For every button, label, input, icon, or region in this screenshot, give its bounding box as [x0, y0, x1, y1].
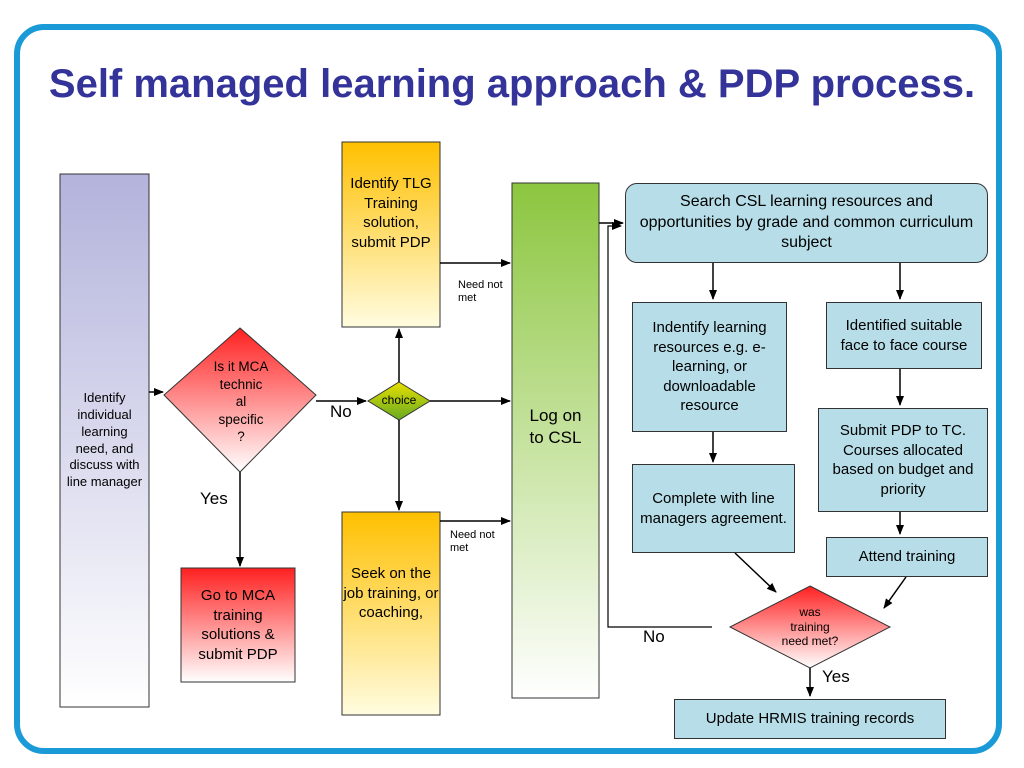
- go-mca-box: [180, 567, 296, 683]
- choice-label: choice: [381, 393, 417, 408]
- log-on-csl-box: [511, 182, 600, 699]
- edge-label-need-not-met-2: Need not met: [450, 529, 495, 555]
- identify-tlg-label: Identify TLG Training solution, submit P…: [350, 175, 432, 251]
- log-on-csl-label: Log on to CSL: [529, 406, 582, 448]
- identify-tlg-box: [341, 141, 441, 328]
- edge-label-yes-2: Yes: [822, 667, 850, 686]
- search-csl-box: Search CSL learning resources and opport…: [625, 183, 988, 263]
- is-mca-label: Is it MCA technic al specific ?: [213, 359, 269, 445]
- edge-label-need-not-met-1: Need not met: [458, 279, 503, 305]
- identify-resources-box: Indentify learning resources e.g. e-lear…: [632, 302, 787, 432]
- submit-pdp-tc-box: Submit PDP to TC. Courses allocated base…: [818, 408, 988, 512]
- attend-training-box: Attend training: [826, 537, 988, 577]
- update-hrmis-box: Update HRMIS training records: [674, 699, 946, 739]
- was-training-label: was training need met?: [781, 605, 839, 649]
- edge-label-yes-1: Yes: [200, 489, 228, 508]
- identify-need-box: [59, 173, 150, 708]
- edge-label-no-1: No: [330, 402, 352, 421]
- identify-need-label: Identify individual learning need, and d…: [66, 389, 143, 490]
- identified-course-box: Identified suitable face to face course: [826, 302, 982, 369]
- complete-line-mgr-box: Complete with line managers agreement.: [632, 464, 795, 553]
- edge-label-no-2: No: [643, 627, 665, 646]
- go-mca-label: Go to MCA training solutions & submit PD…: [198, 587, 278, 663]
- seek-otj-box: [341, 511, 441, 716]
- slide-frame: [14, 24, 1002, 754]
- page-title: Self managed learning approach & PDP pro…: [48, 62, 976, 106]
- seek-otj-label: Seek on the job training, or coaching,: [343, 565, 439, 621]
